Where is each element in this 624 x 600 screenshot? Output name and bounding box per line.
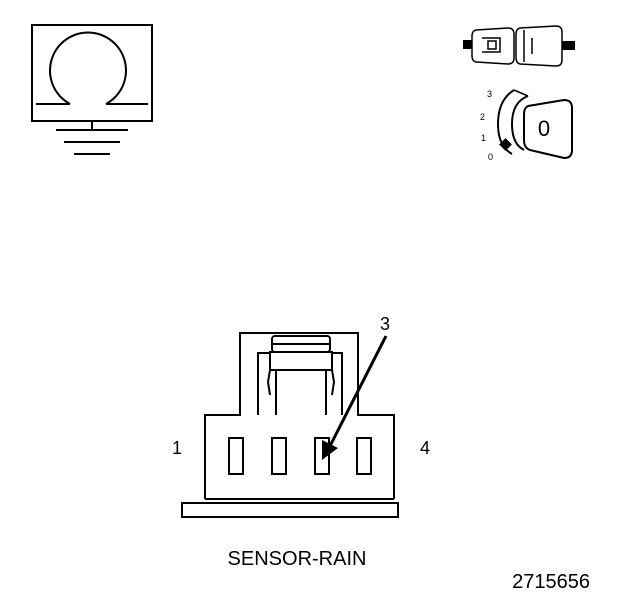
pin-label-1: 1 — [172, 438, 182, 458]
connector-body — [204, 332, 395, 499]
pin-cavity-2 — [271, 437, 287, 475]
key-position-0: 0 — [488, 152, 493, 162]
pin-cavity-1 — [228, 437, 244, 475]
key-position-1: 1 — [481, 133, 486, 143]
sensor-connector — [181, 332, 399, 518]
connector-flange — [181, 502, 399, 518]
pin-label-3: 3 — [380, 314, 390, 334]
key-position-2: 2 — [480, 112, 485, 122]
ohmmeter-symbol — [31, 24, 153, 122]
connector-name: SENSOR-RAIN — [228, 548, 367, 570]
pin-pointer-arrow — [322, 335, 388, 460]
disconnect-connector-icon — [463, 25, 575, 67]
ignition-key-icon: 0 3 2 1 0 — [480, 89, 573, 162]
key-position-glyph: 0 — [538, 116, 550, 141]
figure-id: 2715656 — [512, 571, 590, 593]
key-position-3: 3 — [487, 89, 492, 99]
pin-cavity-4 — [356, 437, 372, 475]
ground-icon — [56, 121, 128, 155]
pin-label-4: 4 — [420, 438, 430, 458]
